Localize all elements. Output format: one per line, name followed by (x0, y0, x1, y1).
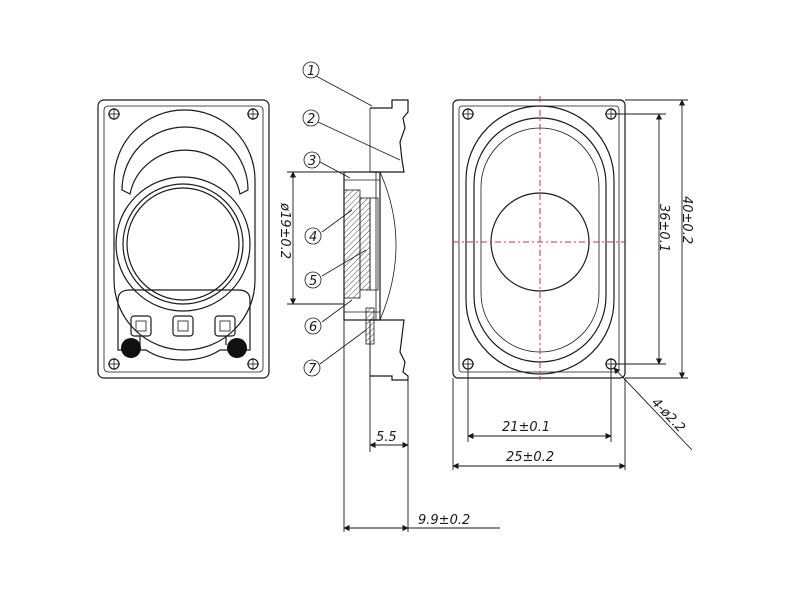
depth-inner-label: 5.5 (376, 430, 397, 445)
back-magnet (115, 176, 251, 312)
magnet-diameter-dim: ø19±0.2 (277, 171, 344, 305)
section-view: 1 2 3 4 5 6 7 ø19±0.2 5.5 (277, 61, 500, 532)
callout-1: 1 (307, 64, 315, 79)
inner-height-label: 36±0.1 (656, 204, 671, 252)
magnet-diameter-label: ø19±0.2 (277, 202, 292, 259)
terminal-board (117, 289, 251, 361)
outer-width-label: 25±0.2 (506, 450, 554, 465)
magnet-section (343, 189, 361, 299)
callout-2: 2 (307, 112, 315, 127)
callout-markers: 1 2 3 4 5 6 7 (302, 61, 322, 377)
back-view (97, 99, 270, 379)
outer-height-label: 40±0.2 (679, 196, 694, 244)
callout-3: 3 (308, 154, 316, 169)
terminal-solder-right (227, 338, 247, 358)
depth-dims: 5.5 9.9±0.2 (343, 320, 500, 532)
callout-leaders (315, 75, 401, 365)
mount-hole-label: 4-ø2.2 (648, 395, 688, 435)
callout-7: 7 (308, 362, 317, 377)
front-dimensions: 36±0.1 40±0.2 21±0.1 25±0.2 4-ø2.2 (452, 99, 694, 470)
front-view (452, 96, 626, 380)
depth-total-label: 9.9±0.2 (418, 513, 470, 528)
callout-5: 5 (309, 274, 317, 289)
callout-4: 4 (309, 230, 317, 245)
terminal-solder-left (121, 338, 141, 358)
callout-6: 6 (309, 320, 317, 335)
hole-spacing-label: 21±0.1 (502, 420, 550, 435)
back-mount-holes (108, 108, 259, 370)
